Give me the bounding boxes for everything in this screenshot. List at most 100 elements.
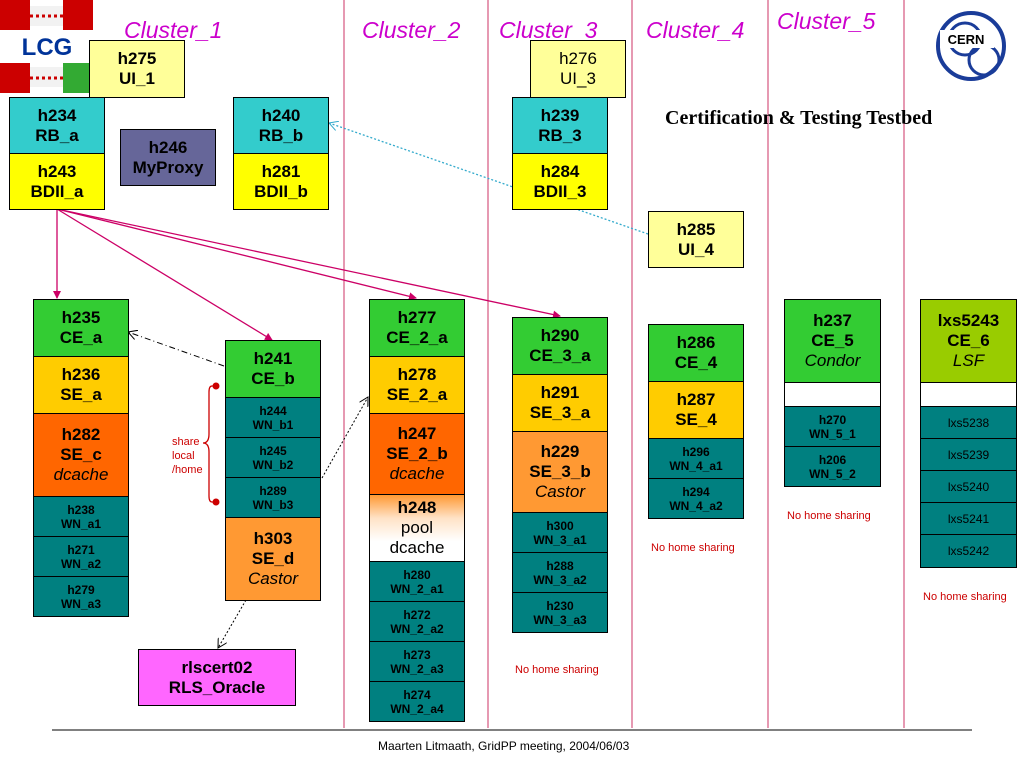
node-host: h247: [397, 424, 437, 443]
node-host: h274: [403, 687, 431, 702]
cluster-title-3: Cluster_3: [499, 17, 598, 43]
node-role: WN_2_a2: [390, 621, 444, 636]
node-lxs5239: lxs5239: [920, 438, 1017, 471]
node-h246: h246 MyProxy: [120, 129, 216, 186]
node-role: MyProxy: [132, 157, 204, 177]
dotted-ui4-to-rb-b: [329, 123, 649, 235]
dotted-se-d-to-rls: [218, 599, 247, 648]
node-host: h229: [540, 442, 580, 461]
node-role: pool: [400, 518, 434, 537]
brace-top-dot: [212, 382, 220, 390]
node-host: h237: [813, 311, 852, 330]
node-h245: h245 WN_b2: [225, 437, 321, 478]
node-h287: h287 SE_4: [648, 381, 744, 439]
node-host: h245: [259, 443, 287, 458]
no-home-sharing-note-4: No home sharing: [651, 542, 735, 554]
node-h291: h291 SE_3_a: [512, 374, 608, 432]
node-role: CE_b: [251, 369, 295, 388]
node-role: CE_3_a: [529, 346, 591, 365]
node-h272: h272 WN_2_a2: [369, 601, 465, 642]
node-host: h294: [682, 484, 710, 499]
lcg-logo-text: LCG: [22, 34, 73, 61]
node-h244: h244 WN_b1: [225, 397, 321, 438]
node-h290: h290 CE_3_a: [512, 317, 608, 375]
node-host: lxs5239: [947, 447, 990, 462]
node-host: h281: [261, 161, 301, 181]
node-host: h230: [546, 598, 574, 613]
node-role: SE_d: [251, 549, 295, 568]
node-h241: h241 CE_b: [225, 340, 321, 398]
node-role: RB_b: [258, 125, 304, 145]
node-lxs5243: lxs5243 CE_6 LSF: [920, 299, 1017, 407]
node-role: SE_c: [60, 445, 102, 464]
node-host: h234: [37, 105, 77, 125]
node-h280: h280 WN_2_a1: [369, 561, 465, 602]
node-host: h282: [61, 425, 101, 444]
node-h235: h235 CE_a: [33, 299, 129, 357]
node-sub: Castor: [534, 482, 586, 501]
node-lxs5238: lxs5238: [920, 406, 1017, 439]
node-role: WN_b3: [252, 497, 294, 512]
node-host: h286: [676, 333, 716, 352]
node-host: h206: [818, 452, 847, 467]
no-home-sharing-note-6: No home sharing: [923, 591, 1007, 603]
node-role: WN_a1: [60, 516, 101, 531]
node-h271: h271 WN_a2: [33, 536, 129, 577]
node-host: h246: [148, 137, 188, 157]
node-host: h272: [403, 607, 431, 622]
cern-logo-text: CERN: [948, 32, 985, 47]
node-role: WN_3_a2: [533, 572, 587, 587]
node-h281: h281 BDII_b: [233, 153, 329, 210]
node-host: rlscert02: [181, 657, 253, 677]
node-h303: h303 SE_d Castor: [225, 517, 321, 601]
node-role: WN_4_a1: [669, 458, 723, 473]
node-host: h270: [818, 412, 847, 427]
node-role: CE_4: [674, 353, 718, 372]
node-host: lxs5238: [947, 415, 990, 430]
node-sub: dcache: [389, 538, 445, 557]
node-h236: h236 SE_a: [33, 356, 129, 414]
arrow-bdii-a-to-ce-2-a: [56, 208, 417, 301]
node-sub: Castor: [247, 569, 299, 588]
no-home-sharing-note-3: No home sharing: [515, 664, 599, 676]
node-role: WN_b1: [252, 417, 294, 432]
node-host: lxs5243: [937, 311, 1000, 330]
node-lxs5242: lxs5242: [920, 534, 1017, 568]
share-home-brace: [202, 385, 216, 503]
node-h289: h289 WN_b3: [225, 477, 321, 518]
node-role: WN_5_2: [809, 466, 856, 481]
node-role: SE_2_a: [386, 385, 448, 404]
node-role: WN_a2: [60, 556, 101, 571]
node-sub: LSF: [952, 351, 985, 370]
node-role: SE_a: [60, 385, 102, 404]
node-h234: h234 RB_a: [9, 97, 105, 154]
node-role: WN_a3: [60, 596, 101, 611]
node-host: h239: [540, 105, 580, 125]
share-home-line: /home: [172, 464, 203, 476]
node-h248: h248 pool dcache: [369, 494, 465, 562]
node-host: h275: [117, 49, 157, 68]
node-host: h243: [37, 161, 77, 181]
node-h279: h279 WN_a3: [33, 576, 129, 617]
footer-text: Maarten Litmaath, GridPP meeting, 2004/0…: [378, 739, 630, 753]
node-role: BDII_3: [533, 181, 587, 201]
node-h206: h206 WN_5_2: [784, 446, 881, 487]
node-role: CE_6: [947, 331, 990, 350]
node-role: RB_a: [35, 125, 79, 145]
node-host: h276: [559, 49, 597, 68]
node-host: h287: [676, 390, 716, 409]
node-host: h278: [397, 365, 437, 384]
node-h284: h284 BDII_3: [512, 153, 608, 210]
node-host: h238: [67, 502, 95, 517]
node-role: WN_2_a1: [390, 581, 444, 596]
node-h300: h300 WN_3_a1: [512, 512, 608, 553]
dashdot-ce-b-to-ce-a: [128, 332, 225, 367]
node-h277: h277 CE_2_a: [369, 299, 465, 357]
node-role: UI_1: [119, 69, 155, 88]
node-sub: dcache: [389, 464, 445, 483]
node-role: SE_4: [675, 410, 717, 429]
node-host: h291: [540, 383, 580, 402]
node-lxs5243-header: lxs5243 CE_6 LSF: [921, 300, 1016, 383]
node-h296: h296 WN_4_a1: [648, 438, 744, 479]
